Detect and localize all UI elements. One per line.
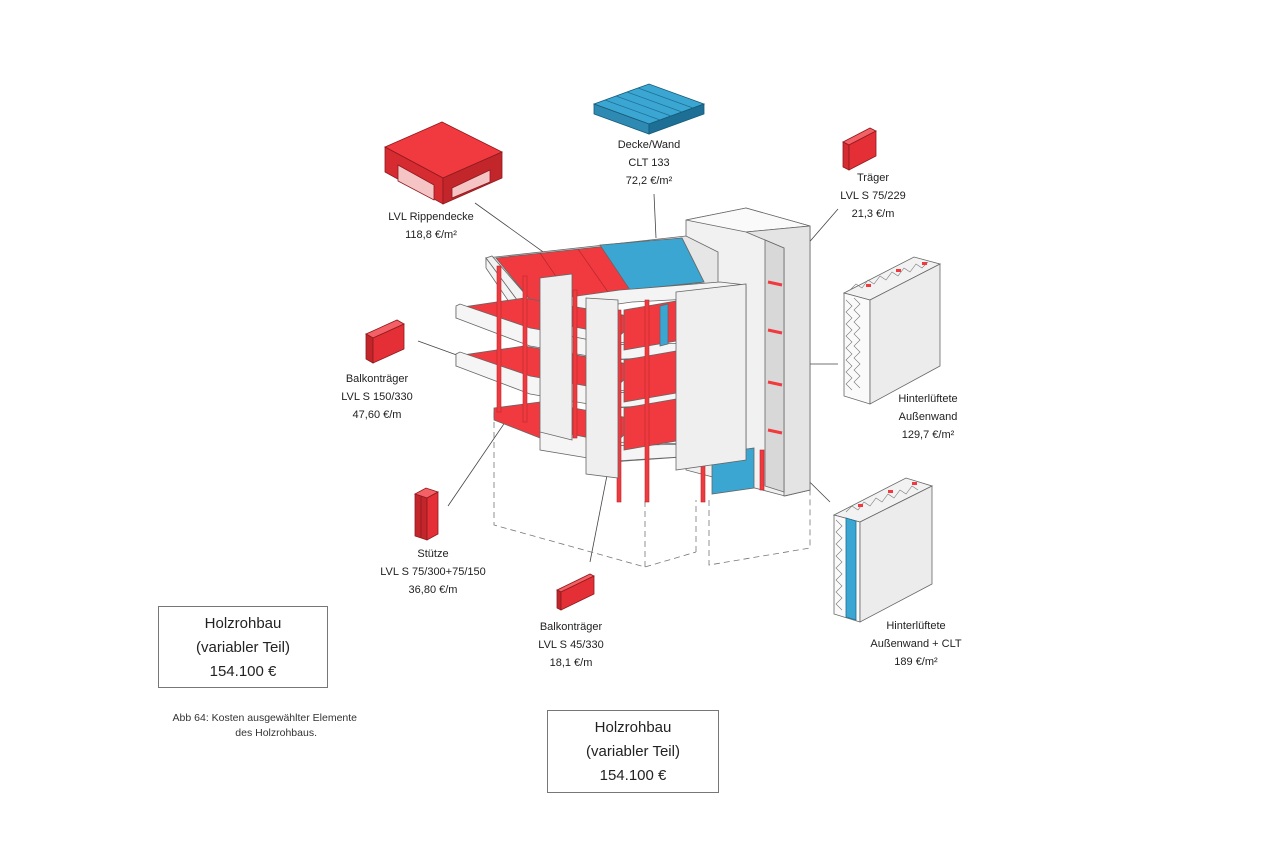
figure-caption-line1: Abb 64: Kosten ausgewählter Elemente (172, 712, 357, 724)
balkontraeger-150-price: 47,60 €/m (352, 409, 402, 421)
aussenwand-clt-name-2: Außenwand + CLT (870, 638, 962, 650)
label-balkontraeger-45: Balkonträger LVL S 45/330 18,1 €/m (521, 618, 621, 672)
label-stuetze: Stütze LVL S 75/300+75/150 36,80 €/m (368, 545, 498, 599)
aussenwand-name-1: Hinterlüftete (898, 393, 958, 405)
aussenwand-clt-price: 189 €/m² (894, 656, 938, 668)
figure-caption-line2: des Holzrohbaus. (235, 727, 317, 739)
core-beam-ticks (767, 280, 783, 435)
stuetze-spec: LVL S 75/300+75/150 (380, 566, 486, 578)
wall-panels (539, 273, 747, 479)
label-traeger: Träger LVL S 75/229 21,3 €/m (823, 169, 923, 223)
summary-box-left-line2: (variabler Teil) (196, 639, 290, 656)
interior-floor-slabs (623, 299, 683, 451)
aussenwand-element (842, 256, 942, 405)
stuetze-price: 36,80 €/m (408, 584, 458, 596)
basement-outline (493, 412, 811, 568)
label-aussenwand: Hinterlüftete Außenwand 129,7 €/m² (878, 390, 978, 444)
balkontraeger-45-price: 18,1 €/m (549, 657, 593, 669)
summary-box-left-line1: Holzrohbau (204, 615, 282, 632)
figure-caption: Abb 64: Kosten ausgewählter Elemente des… (159, 711, 357, 741)
label-decke-wand: Decke/Wand CLT 133 72,2 €/m² (599, 136, 699, 190)
balkontraeger-150-element (365, 319, 405, 364)
summary-box-bottom: Holzrohbau (variabler Teil) 154.100 € (547, 710, 719, 793)
label-lvl-rippendecke: LVL Rippendecke 118,8 €/m² (376, 208, 486, 244)
traeger-name: Träger (857, 172, 889, 184)
lvl-rippendecke-price: 118,8 €/m² (405, 229, 457, 241)
aussenwand-price: 129,7 €/m² (901, 429, 955, 441)
clt-decke-wand-element (592, 83, 706, 135)
decke-wand-name: Decke/Wand (617, 139, 681, 151)
balkontraeger-45-name: Balkonträger (539, 621, 603, 633)
summary-box-bottom-line1: Holzrohbau (594, 719, 672, 736)
aussenwand-clt-element (832, 477, 934, 623)
summary-box-left-total: 154.100 € (209, 663, 277, 680)
aussenwand-clt-name-1: Hinterlüftete (886, 620, 946, 632)
balkontraeger-150-name: Balkonträger (345, 373, 409, 385)
traeger-spec: LVL S 75/229 (840, 190, 906, 202)
balkontraeger-150-spec: LVL S 150/330 (341, 391, 413, 403)
label-aussenwand-clt: Hinterlüftete Außenwand + CLT 189 €/m² (856, 617, 976, 671)
building-model (455, 207, 811, 568)
summary-box-left: Holzrohbau (variabler Teil) 154.100 € (158, 606, 328, 688)
columns (496, 265, 765, 503)
label-balkontraeger-150: Balkonträger LVL S 150/330 47,60 €/m (327, 370, 427, 424)
traeger-element (842, 127, 877, 171)
lvl-rippendecke-element (384, 121, 503, 205)
summary-box-bottom-line2: (variabler Teil) (586, 743, 680, 760)
decke-wand-price: 72,2 €/m² (625, 175, 673, 187)
balkontraeger-45-element (556, 573, 595, 611)
traeger-price: 21,3 €/m (851, 208, 895, 220)
summary-box-bottom-total: 154.100 € (599, 767, 667, 784)
lvl-rippendecke-name: LVL Rippendecke (388, 211, 474, 223)
stuetze-name: Stütze (417, 548, 449, 560)
decke-wand-spec: CLT 133 (628, 157, 670, 169)
stuetze-element (414, 487, 439, 541)
aussenwand-name-2: Außenwand (898, 411, 958, 423)
balkontraeger-45-spec: LVL S 45/330 (538, 639, 604, 651)
